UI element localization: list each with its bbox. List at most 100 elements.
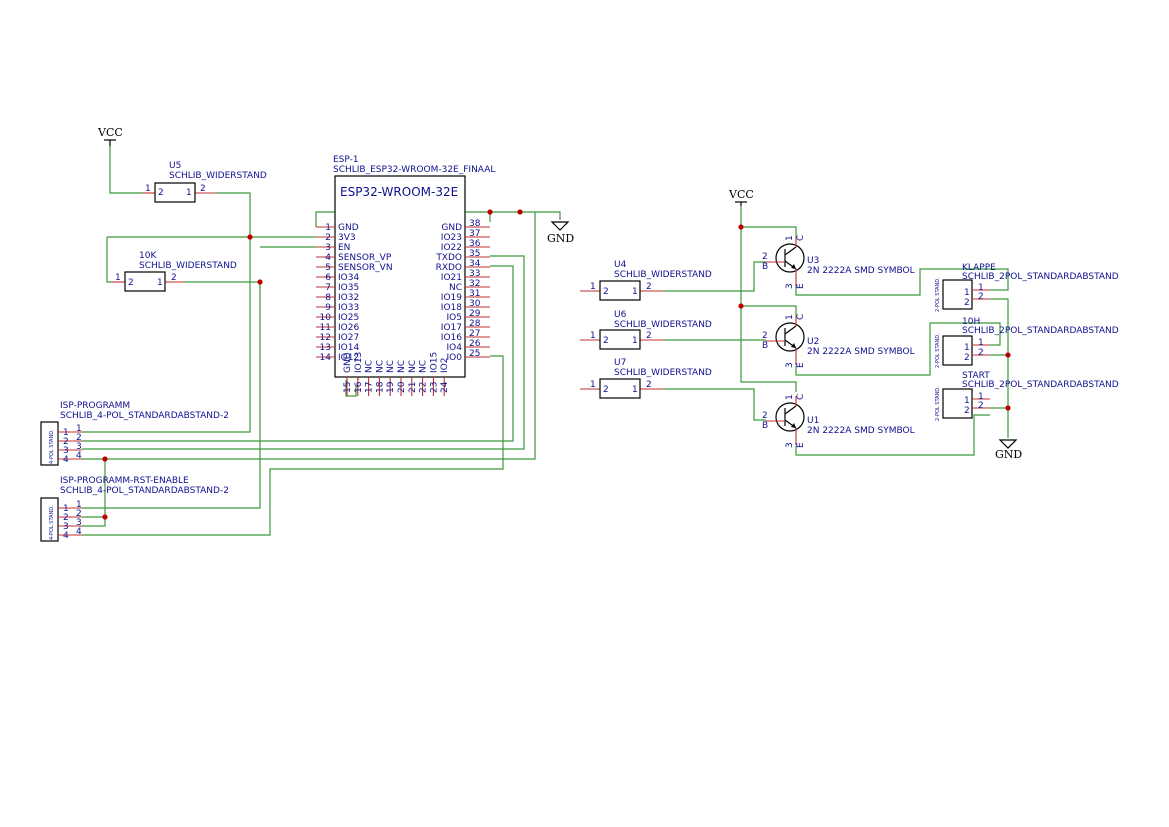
esp-pin-name: IO16 xyxy=(441,333,462,343)
junctions xyxy=(102,209,1011,520)
c10h-pin1: 1 xyxy=(964,343,970,353)
esp-pin-name: IO5 xyxy=(447,313,462,323)
esp-pin-name: IO13 xyxy=(354,352,364,373)
resistor-10k: 10K SCHLIB_WIDERSTAND 1 2 1 2 xyxy=(112,251,237,292)
vcc-left-label: VCC xyxy=(97,126,123,139)
esp-pin-name: IO21 xyxy=(441,273,462,283)
esp-pin-number: 29 xyxy=(469,309,481,319)
collector-label: C xyxy=(796,235,806,241)
start-value: SCHLIB_2POL_STANDARDABSTAND xyxy=(962,380,1119,390)
esp-pin-name: IO34 xyxy=(338,273,359,283)
esp-pin-number: 11 xyxy=(320,323,331,333)
start-pin2-outer: 2 xyxy=(978,401,984,411)
klappe-value: SCHLIB_2POL_STANDARDABSTAND xyxy=(962,272,1119,282)
connector-pin-number: 4 xyxy=(76,527,82,537)
isp-value: SCHLIB_4-POL_STANDARDABSTAND-2 xyxy=(60,411,229,421)
connector-pin-number: 4 xyxy=(76,451,82,461)
u4-pin-left-in: 2 xyxy=(603,287,609,297)
c10h-pin2: 2 xyxy=(964,353,970,363)
esp-pin-number: 22 xyxy=(419,382,429,393)
u5-pin-left: 1 xyxy=(145,184,151,194)
esp-value: SCHLIB_ESP32-WROOM-32E_FINAAL xyxy=(333,165,495,175)
u2-ref: U2 xyxy=(807,337,819,347)
esp-pin-number: 33 xyxy=(469,269,480,279)
esp-pin-number: 8 xyxy=(325,293,331,303)
emitter-pin-number: 3 xyxy=(785,442,795,448)
connector-pin-number-inner: 4 xyxy=(63,531,69,541)
esp-pin-number: 24 xyxy=(440,381,450,393)
esp-pin-number: 7 xyxy=(325,283,331,293)
esp-pin-name: GND xyxy=(343,352,353,373)
u6-pin-left-in: 2 xyxy=(603,336,609,346)
esp-pin-name: EN xyxy=(338,243,350,253)
esp-pin-number: 15 xyxy=(343,382,353,393)
u5-pin-left-in: 2 xyxy=(158,188,164,198)
esp-pin-name: NC xyxy=(365,360,375,373)
connector-pin-number-inner: 3 xyxy=(63,446,69,456)
esp-pin-number: 36 xyxy=(469,239,481,249)
connector-pin-number-inner: 1 xyxy=(63,504,69,514)
u5-ref: U5 xyxy=(169,161,181,171)
emitter-label: E xyxy=(796,362,806,368)
esp-pin-number: 9 xyxy=(325,303,331,313)
klappe-pin2: 2 xyxy=(964,298,970,308)
esp-pin-number: 3 xyxy=(325,243,331,253)
connector-pin-number: 3 xyxy=(76,442,82,452)
start-ref: START xyxy=(962,371,990,381)
esp-pin-number: 30 xyxy=(469,299,481,309)
esp-title: ESP32-WROOM-32E xyxy=(340,185,458,199)
esp-pin-name: GND xyxy=(338,223,359,233)
c10h-value: SCHLIB_2POL_STANDARDABSTAND xyxy=(962,326,1119,336)
gnd-right-symbol: GND xyxy=(995,439,1022,461)
esp-pin-name: NC xyxy=(449,283,462,293)
u7-pin-right: 2 xyxy=(646,380,652,390)
connector-pin-number: 2 xyxy=(76,509,82,519)
esp-pin-number: 10 xyxy=(320,313,332,323)
emitter-arrow xyxy=(791,264,796,269)
connector-pin-number-inner: 2 xyxy=(63,513,69,523)
connector-pin-number-inner: 1 xyxy=(63,428,69,438)
isp-rst-value: SCHLIB_4-POL_STANDARDABSTAND-2 xyxy=(60,486,229,496)
esp-pin-name: IO0 xyxy=(447,353,463,363)
wires-left xyxy=(82,146,561,536)
collector-leg xyxy=(784,405,797,415)
r10k-pin-left-in: 2 xyxy=(128,278,134,288)
u5-pin-right-in: 1 xyxy=(186,188,192,198)
esp-pin-number: 14 xyxy=(320,353,332,363)
u7-pin-right-in: 1 xyxy=(632,385,638,395)
esp-pin-number: 34 xyxy=(469,259,481,269)
u5-value: SCHLIB_WIDERSTAND xyxy=(169,171,267,181)
connector-pin-number: 1 xyxy=(76,500,82,510)
u7-value: SCHLIB_WIDERSTAND xyxy=(614,368,712,378)
esp-pin-name: RXDO xyxy=(436,263,462,273)
klappe-ref: KLAPPE xyxy=(962,263,996,273)
vcc-right-label: VCC xyxy=(728,188,754,201)
u6-pin-right: 2 xyxy=(646,331,652,341)
u6-pin-right-in: 1 xyxy=(632,336,638,346)
u3-value: 2N 2222A SMD SYMBOL xyxy=(807,266,915,276)
base-pin-number: 2 xyxy=(762,411,768,421)
gnd-right-label: GND xyxy=(995,448,1022,461)
esp-pin-name: IO2 xyxy=(440,358,450,373)
esp-pin-name: IO26 xyxy=(338,323,359,333)
connector-pin-number-inner: 2 xyxy=(63,437,69,447)
gnd-esp-symbol: GND xyxy=(547,221,574,245)
esp-pin-number: 2 xyxy=(325,233,331,243)
transistor-body xyxy=(775,402,805,432)
u6-pin-left: 1 xyxy=(590,331,596,341)
esp-pin-name: IO18 xyxy=(441,303,462,313)
isp-body-label: 4-POL STAND. xyxy=(49,429,55,464)
transistor-body xyxy=(775,243,805,273)
u4-pin-right: 2 xyxy=(646,282,652,292)
connector-start: 2-POL STAND. START SCHLIB_2POL_STANDARDA… xyxy=(935,371,1119,421)
esp-pin-number: 12 xyxy=(320,333,331,343)
isp-programm-connector: 4-POL STAND. ISP-PROGRAMM SCHLIB_4-POL_S… xyxy=(40,401,229,466)
base-label: B xyxy=(762,421,768,431)
u6-ref: U6 xyxy=(614,310,627,320)
klappe-pin1-outer: 1 xyxy=(978,283,984,293)
c10h-ref: 10H xyxy=(962,317,980,327)
